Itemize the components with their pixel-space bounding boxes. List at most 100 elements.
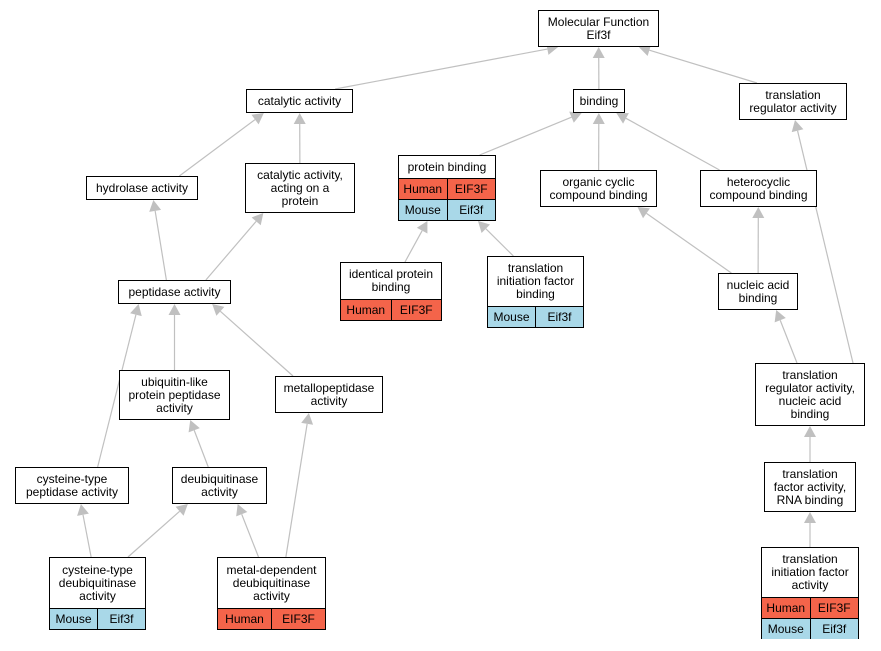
node-title: identical protein binding [348, 267, 434, 294]
node-title: translation regulator activity [749, 87, 837, 115]
node-translation-regulator-activity[interactable]: translation regulator activity [739, 83, 847, 120]
arrowhead-tf_rna-to-tr_nucleic [804, 426, 816, 437]
edge-cysteine_deubiq-to-cysteine_peptidase [82, 514, 92, 558]
gene-label: Eif3f [446, 200, 496, 220]
edge-deubiquitinase-to-ubiquitin_like [193, 430, 209, 468]
node-title: binding [579, 93, 619, 108]
species-label: Mouse [55, 611, 92, 626]
edge-catalytic-to-root [335, 48, 548, 90]
human-annotation-row: Human EIF3F [218, 608, 325, 629]
gene-label: EIF3F [390, 300, 442, 320]
mouse-annotation-row: Mouse Eif3f [399, 199, 495, 220]
arrowhead-peptidase-to-catalytic_protein [251, 213, 264, 226]
arrowhead-peptidase-to-hydrolase [149, 200, 162, 212]
arrowhead-identical_protein-to-protein_binding [416, 221, 428, 234]
arrowhead-translation_init_factor_binding-to-protein_binding [477, 221, 491, 234]
arrowhead-binding-to-root [592, 47, 605, 59]
node-title: deubiquitinase activity [180, 471, 259, 499]
node-title: cysteine-type peptidase activity [25, 471, 119, 499]
human-annotation-row: Human EIF3F [399, 178, 495, 199]
edge-cysteine_peptidase-to-peptidase [97, 314, 137, 468]
node-title: Molecular Function Eif3f [547, 14, 650, 42]
node-title: peptidase activity [128, 284, 221, 299]
node-translation-initiation-factor-binding[interactable]: translation initiation factor binding Mo… [487, 256, 584, 328]
arrowhead-metal_deubiq-to-deubiquitinase [236, 504, 248, 517]
edge-tr_nucleic-to-nucleic_acid [779, 320, 798, 364]
edge-nucleic_acid-to-organic_cyclic [646, 212, 732, 274]
node-deubiquitinase-activity[interactable]: deubiquitinase activity [172, 467, 267, 504]
arrowhead-hydrolase-to-catalytic [251, 113, 264, 125]
edge-hydrolase-to-catalytic [178, 119, 256, 177]
node-catalytic-activity-acting-on-protein[interactable]: catalytic activity, acting on a protein [245, 163, 355, 213]
node-metal-dependent-deubiquitinase-activity[interactable]: metal-dependent deubiquitinase activity … [217, 557, 326, 630]
node-ubiquitin-like-protein-peptidase-activity[interactable]: ubiquitin-like protein peptidase activit… [119, 370, 230, 420]
node-title: translation initiation factor binding [496, 261, 575, 301]
arrowhead-heterocyclic-to-binding [616, 113, 629, 124]
edge-translation_init_factor_binding-to-protein_binding [485, 228, 514, 257]
arrowhead-tr_nucleic-to-translation_regulator [791, 120, 804, 133]
species-label: Human [225, 611, 264, 626]
node-protein-binding[interactable]: protein binding Human EIF3F Mouse Eif3f [398, 155, 496, 221]
node-cysteine-type-deubiquitinase-activity[interactable]: cysteine-type deubiquitinase activity Mo… [49, 557, 146, 630]
node-title: translation regulator activity, nucleic … [765, 367, 855, 421]
node-organic-cyclic-compound-binding[interactable]: organic cyclic compound binding [540, 170, 657, 207]
node-title: hydrolase activity [95, 180, 189, 195]
node-title: protein binding [407, 159, 487, 174]
mouse-annotation-row: Mouse Eif3f [50, 608, 145, 629]
node-translation-factor-activity-rna-binding[interactable]: translation factor activity, RNA binding [764, 462, 856, 512]
node-metallopeptidase-activity[interactable]: metallopeptidase activity [275, 376, 383, 413]
human-annotation-row: Human EIF3F [341, 299, 441, 320]
gene-label: EIF3F [809, 598, 859, 618]
node-title: nucleic acid binding [726, 277, 790, 305]
species-label: Mouse [404, 202, 441, 217]
gene-label: Eif3f [97, 609, 145, 629]
species-label: Mouse [493, 309, 530, 324]
arrowhead-catalytic_protein-to-catalytic [293, 113, 306, 125]
edge-peptidase-to-hydrolase [154, 210, 167, 281]
node-identical-protein-binding[interactable]: identical protein binding Human EIF3F [340, 262, 442, 321]
node-nucleic-acid-binding[interactable]: nucleic acid binding [718, 273, 798, 310]
mouse-annotation-row: Mouse Eif3f [762, 618, 858, 639]
node-title: metal-dependent deubiquitinase activity [226, 562, 317, 603]
human-annotation-row: Human EIF3F [762, 597, 858, 618]
species-label: Mouse [767, 621, 804, 636]
arrowhead-cysteine_deubiq-to-deubiquitinase [175, 504, 188, 516]
node-catalytic-activity[interactable]: catalytic activity [246, 89, 353, 113]
edge-metal_deubiq-to-metallopeptidase [285, 423, 308, 558]
gene-label: Eif3f [809, 619, 859, 639]
edge-metal_deubiq-to-deubiquitinase [241, 514, 260, 558]
arrowhead-cysteine_peptidase-to-peptidase [130, 304, 142, 317]
edge-tr_nucleic-to-translation_regulator [796, 130, 854, 364]
node-molecular-function[interactable]: Molecular Function Eif3f [538, 10, 659, 47]
edge-heterocyclic-to-binding [625, 117, 720, 171]
node-title: translation initiation factor activity [771, 552, 849, 592]
node-cysteine-type-peptidase-activity[interactable]: cysteine-type peptidase activity [15, 467, 129, 504]
node-binding[interactable]: binding [573, 89, 625, 113]
node-translation-initiation-factor-activity[interactable]: translation initiation factor activity H… [761, 547, 859, 639]
node-title: catalytic activity [257, 93, 342, 108]
arrowhead-nucleic_acid-to-organic_cyclic [637, 207, 650, 219]
arrowhead-nucleic_acid-to-heterocyclic [752, 207, 765, 219]
node-peptidase-activity[interactable]: peptidase activity [118, 280, 231, 304]
species-label: Human [766, 600, 806, 615]
arrowhead-tr_nucleic-to-nucleic_acid [774, 310, 786, 323]
arrowhead-protein_binding-to-binding [569, 111, 582, 123]
arrowhead-ubiquitin_like-to-peptidase [168, 304, 181, 315]
node-title: organic cyclic compound binding [549, 174, 648, 202]
edge-translation_regulator-to-root [649, 49, 758, 84]
arrowhead-translation_regulator-to-root [638, 44, 652, 56]
species-label: Human [346, 302, 386, 317]
edge-identical_protein-to-protein_binding [404, 230, 423, 263]
node-hydrolase-activity[interactable]: hydrolase activity [86, 176, 198, 200]
arrowhead-cysteine_deubiq-to-cysteine_peptidase [77, 504, 89, 516]
arrowhead-deubiquitinase-to-ubiquitin_like [188, 420, 200, 433]
edge-cysteine_deubiq-to-deubiquitinase [127, 510, 180, 558]
gene-label: EIF3F [446, 179, 496, 199]
node-title: ubiquitin-like protein peptidase activit… [128, 374, 221, 415]
arrowhead-metallopeptidase-to-peptidase [212, 304, 225, 316]
node-title: translation factor activity, RNA binding [773, 466, 847, 507]
node-translation-regulator-activity-nucleic-acid-binding[interactable]: translation regulator activity, nucleic … [755, 363, 865, 426]
species-label: Human [403, 181, 443, 196]
node-heterocyclic-compound-binding[interactable]: heterocyclic compound binding [700, 170, 817, 207]
